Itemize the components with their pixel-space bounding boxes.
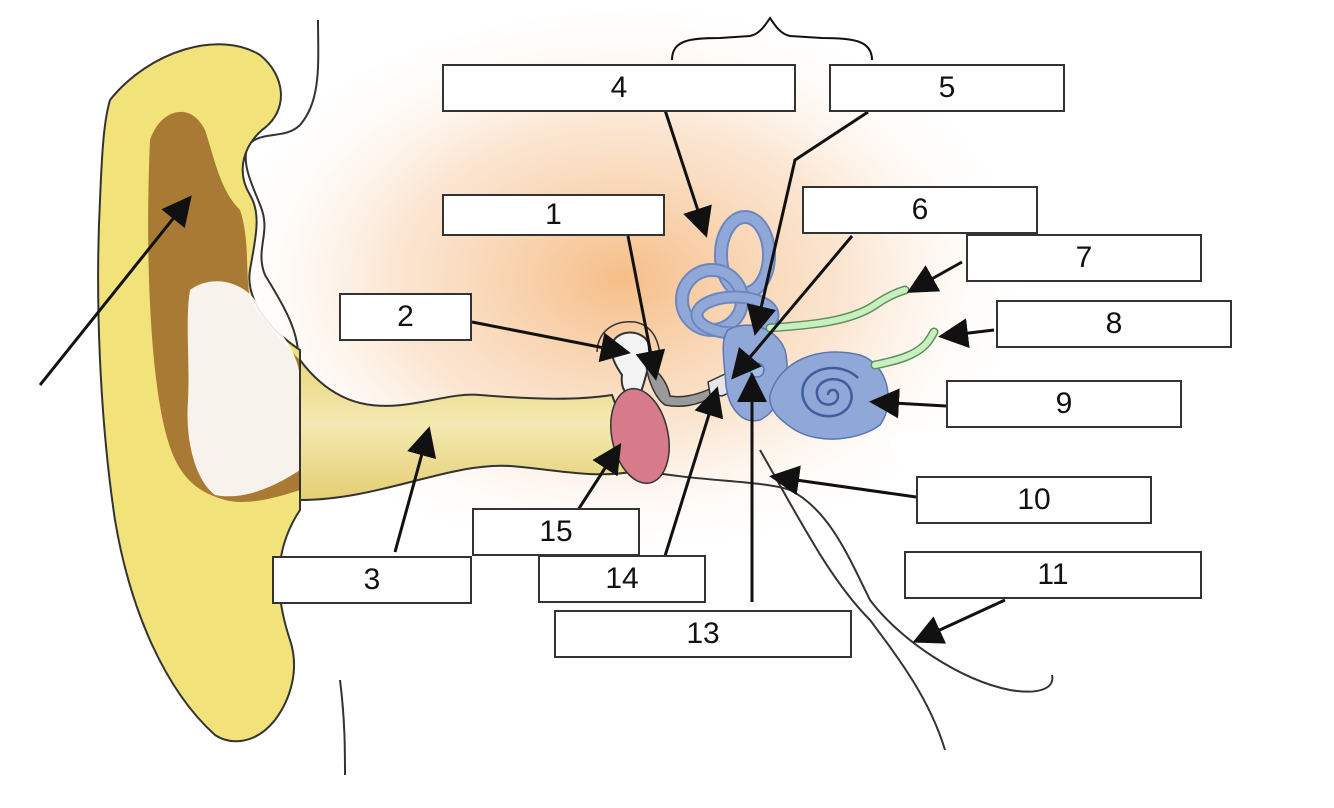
- label-box-3: 3: [272, 556, 472, 604]
- leader-1: [626, 235, 666, 381]
- cochlear-nerve-fill: [872, 329, 937, 368]
- leader-3: [393, 426, 437, 553]
- leader-6: [731, 235, 854, 380]
- vestibular-nerve-fill: [767, 287, 908, 331]
- label-5-text: 5: [938, 71, 956, 104]
- label-7-text: 7: [1075, 241, 1093, 274]
- label-box-4: 4: [442, 64, 796, 112]
- white-mask-2: [525, 650, 685, 712]
- label-3-text: 3: [363, 563, 381, 596]
- white-mask-1: [890, 428, 1190, 464]
- cochlea-spiral: [801, 366, 859, 418]
- label-box-7: 7: [966, 234, 1202, 282]
- leader-10: [769, 465, 917, 499]
- label-box-1: 1: [442, 194, 665, 236]
- label-13-text: 13: [686, 617, 720, 650]
- jaw-outline: [339, 679, 346, 776]
- neck-outline: [759, 449, 946, 751]
- leader-5: [746, 110, 869, 336]
- eardrum: [610, 387, 670, 485]
- leader-2: [471, 320, 631, 363]
- label-15-text: 15: [539, 515, 573, 548]
- leader-15: [576, 442, 622, 511]
- label-2-text: 2: [397, 300, 414, 333]
- leader-8: [938, 318, 995, 349]
- label-10-text: 10: [1017, 483, 1051, 516]
- bracket: [671, 16, 873, 61]
- label-box-8: 8: [996, 300, 1232, 348]
- label-box-2: 2: [339, 293, 472, 341]
- label-8-text: 8: [1105, 307, 1123, 340]
- label-14-text: 14: [605, 562, 639, 595]
- leader-11: [912, 598, 1006, 644]
- label-box-14: 14: [538, 555, 706, 603]
- leader-9: [869, 388, 947, 419]
- white-mask-3: [410, 728, 850, 756]
- label-box-6: 6: [802, 186, 1038, 234]
- label-6-text: 6: [911, 193, 929, 226]
- label-4-text: 4: [610, 71, 628, 104]
- leader-4: [663, 109, 712, 238]
- label-box-10: 10: [916, 476, 1152, 524]
- leader-14: [663, 386, 724, 557]
- round-window: [749, 362, 765, 378]
- label-box-11: 11: [904, 551, 1202, 599]
- label-box-5: 5: [829, 64, 1065, 112]
- label-11-text: 11: [1037, 558, 1069, 591]
- leader-7: [906, 260, 963, 293]
- lower-tissue-outline: [639, 469, 1054, 693]
- label-box-15: 15: [472, 508, 640, 556]
- concha-highlight: [187, 281, 300, 497]
- label-1-text: 1: [545, 198, 562, 231]
- leader-unlabeled-pinna: [38, 195, 192, 386]
- label-box-9: 9: [946, 380, 1182, 428]
- label-box-13: 13: [554, 610, 852, 658]
- label-9-text: 9: [1055, 387, 1073, 420]
- cochlea: [769, 351, 889, 440]
- head-outline: [244, 19, 320, 361]
